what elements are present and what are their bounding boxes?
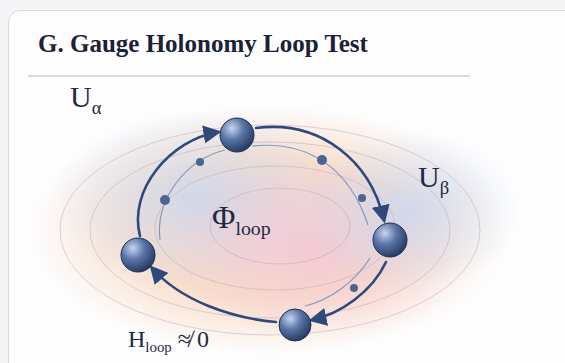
loop-arrows: [138, 127, 386, 322]
link-label: Uα: [70, 80, 101, 118]
link-label: Uβ: [418, 160, 449, 198]
lattice-sites: [121, 118, 407, 341]
panel-title: G. Gauge Holonomy Loop Test: [38, 30, 368, 58]
contour-lines: [60, 125, 480, 335]
flux-label: Φloop: [212, 200, 271, 240]
field-cloud: [300, 130, 520, 290]
holonomy-label: Hloop ≉ 0: [128, 326, 209, 356]
title-rule: [28, 75, 470, 77]
path-beads: [160, 155, 366, 292]
inner-path: [159, 145, 370, 306]
